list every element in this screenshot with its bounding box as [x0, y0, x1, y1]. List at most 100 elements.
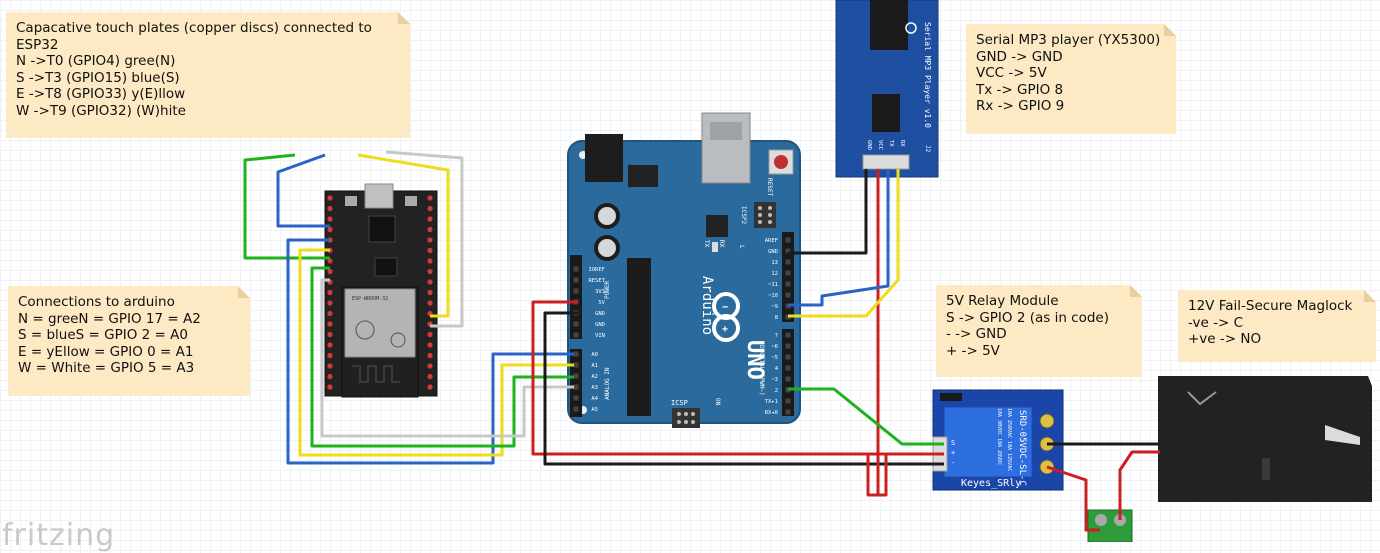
esp32-pin — [427, 289, 433, 296]
esp32-pin — [327, 289, 333, 296]
wire-green-relay-s — [788, 387, 944, 446]
esp32-pin — [327, 205, 333, 212]
header-pin — [785, 376, 791, 382]
digital-section-label: DIGITAL (PWM~) — [758, 345, 765, 396]
esp32-pin — [427, 226, 433, 233]
atmega-chip — [627, 258, 651, 416]
esp32-wroom-module — [344, 288, 416, 358]
pin-label: ~10 — [768, 293, 778, 299]
esp32-board: ESP-WROOM-32 — [324, 183, 438, 398]
header-pin — [573, 321, 579, 327]
wire-black-mp3-gnd — [788, 169, 868, 255]
wire-red-maglock — [1046, 465, 1100, 532]
reset-label: RESET — [766, 178, 773, 196]
esp32-pin — [427, 300, 433, 306]
note-esp32-touch-plates: Capacative touch plates (copper discs) c… — [6, 12, 410, 138]
icsp-header — [672, 408, 700, 428]
mp3-pin-label: GND — [866, 140, 872, 150]
pin-label: 12 — [771, 271, 778, 277]
pin-label: A2 — [591, 374, 598, 380]
relay-component — [943, 406, 1033, 478]
wire-black-gnd — [543, 311, 944, 466]
arduino-uno-board: RESET ICSP2 TX RX L − + Arduino UNO ON — [567, 112, 801, 428]
mp3-headphone-jack — [870, 0, 908, 50]
relay-text-2: 10A 250VAC 10A 125VAC — [1006, 408, 1012, 471]
wire-red-relay-plus — [878, 454, 888, 497]
pin-label: 2 — [775, 388, 778, 394]
mp3-connector-label: J2 — [924, 145, 931, 153]
esp32-module-text: ESP-WROOM-32 — [352, 296, 388, 302]
mp3-chip — [872, 94, 900, 132]
power-header — [570, 255, 582, 339]
header-pin — [785, 237, 791, 243]
pin-label: RX◂0 — [765, 410, 778, 416]
header-pin — [785, 248, 791, 254]
note-line: S ->T3 (GPIO15) blue(S) — [16, 69, 180, 86]
wire-blue-mp3-tx — [788, 169, 890, 307]
esp32-pin — [427, 363, 433, 369]
pin-label: 13 — [771, 260, 778, 266]
pin-label: A4 — [591, 396, 598, 402]
pin-label: RESET — [588, 278, 605, 284]
header-pin — [573, 288, 579, 294]
wire-yellow-mp3-rx — [788, 169, 900, 318]
header-pin — [785, 292, 791, 298]
header-pin — [573, 332, 579, 338]
note-line: + -> 5V — [946, 342, 1000, 359]
esp32-pin — [327, 300, 333, 306]
note-line: ESP32 — [16, 36, 59, 53]
pin-label: VIN — [595, 333, 605, 339]
esp32-pin — [327, 331, 333, 338]
esp32-pin — [327, 373, 333, 380]
note-line: E ->T8 (GPIO33) y(E)llow — [16, 86, 186, 102]
header-pin — [573, 351, 579, 357]
pin-label: 7 — [775, 333, 778, 339]
pin-label: 8 — [775, 315, 778, 321]
pin-label: ~11 — [768, 282, 778, 288]
note-line: Rx -> GPIO 9 — [976, 98, 1065, 114]
analog-section-label: ANALOG IN — [604, 367, 611, 400]
note-line: - -> GND — [946, 326, 1007, 342]
header-pin — [785, 354, 791, 360]
note-mp3-player: Serial MP3 player (YX5300) GND -> GND VC… — [966, 24, 1176, 134]
mp3-pin-label: RX — [899, 140, 905, 147]
pin-label: A1 — [591, 363, 598, 369]
note-line: S = blueS = GPIO 2 = A0 — [18, 327, 188, 343]
relay-pin-label: + — [951, 449, 955, 457]
esp32-pin — [327, 195, 333, 201]
pin-label: 5V — [598, 300, 605, 306]
pin-label: 3V3 — [595, 289, 605, 295]
relay-pin-label: - — [951, 459, 955, 467]
pin-label: GND — [768, 249, 778, 255]
wire-green-a2 — [310, 266, 574, 448]
pin-label: A5 — [591, 407, 598, 413]
wire-red-5v — [531, 300, 944, 456]
fritzing-watermark: fritzing — [2, 518, 116, 553]
esp32-pin — [427, 352, 433, 359]
relay-text-1: SRD-05VDC-SL-C — [1017, 410, 1027, 486]
wire-blue-a0 — [286, 238, 574, 465]
arduino-brand: Arduino — [699, 276, 715, 335]
esp32-usb-port — [364, 183, 394, 209]
icsp-label: ICSP — [671, 399, 688, 407]
note-line: N ->T0 (GPIO4) gree(N) — [16, 53, 176, 69]
icsp2-label: ICSP2 — [740, 206, 747, 224]
wire-blue-touch — [276, 153, 330, 228]
on-label: ON — [714, 398, 721, 406]
note-line: GND -> GND — [976, 48, 1063, 65]
esp32-pin — [427, 373, 433, 380]
pin-label: IOREF — [588, 267, 605, 273]
mp3-pin-label: VCC — [877, 140, 883, 150]
pin-label: 4 — [775, 366, 779, 372]
pin-label: GND — [595, 311, 605, 317]
pin-label: TX▸1 — [765, 399, 778, 405]
wire-yellow-a1 — [298, 248, 574, 457]
pin-label: A3 — [591, 385, 598, 391]
header-pin — [785, 365, 791, 371]
wire-red-supply — [1118, 450, 1160, 520]
power-section-label: POWER — [604, 281, 611, 299]
esp32-pin — [327, 310, 333, 317]
note-line: 12V Fail-Secure Maglock — [1188, 298, 1353, 314]
esp32-pin — [427, 331, 433, 338]
